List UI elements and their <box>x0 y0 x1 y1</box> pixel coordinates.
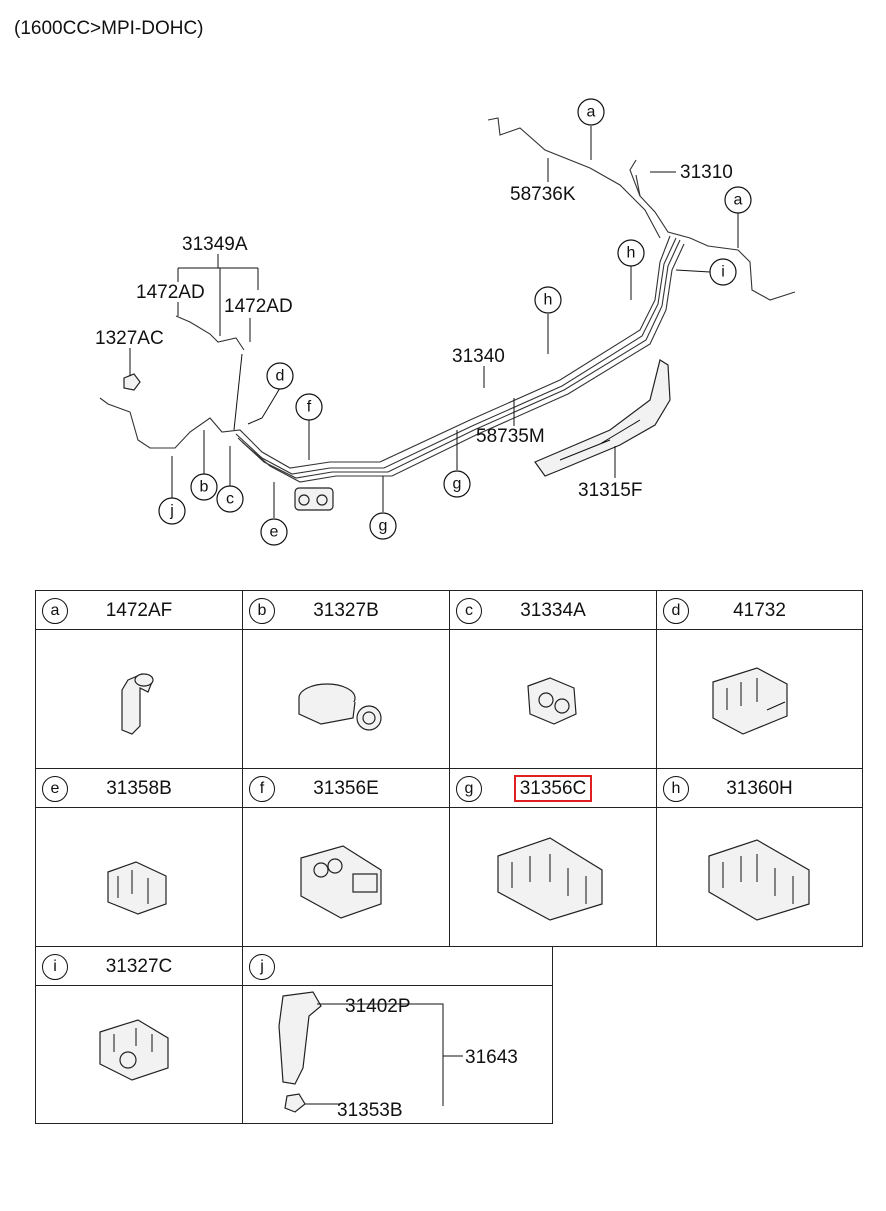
letter-g: g <box>456 776 482 802</box>
part-image-f <box>242 807 450 947</box>
part-image-d <box>656 629 863 769</box>
callout-g-right[interactable]: g <box>443 470 471 498</box>
letter-d: d <box>663 598 689 624</box>
letter-i: i <box>42 954 68 980</box>
svg-text:i: i <box>721 264 725 281</box>
label-58735M: 58735M <box>476 426 545 447</box>
label-31353B: 31353B <box>337 1100 403 1121</box>
table-header-d: d 41732 <box>656 590 863 630</box>
clip-1472AF-icon <box>121 673 154 735</box>
part-image-a <box>35 629 243 769</box>
clamp-assembly-j-icon: 31402P 31643 31353B <box>278 991 518 1121</box>
part-number-h[interactable]: 31360H <box>726 778 793 799</box>
svg-text:e: e <box>270 524 279 541</box>
label-31349A: 31349A <box>182 234 248 255</box>
svg-text:h: h <box>627 245 636 262</box>
label-1472AD-left: 1472AD <box>136 282 205 303</box>
table-header-e: e 31358B <box>35 768 243 808</box>
callout-h-upper[interactable]: h <box>617 239 645 267</box>
part-image-g <box>449 807 657 947</box>
part-image-c <box>449 629 657 769</box>
clip-31356C-icon <box>497 837 603 921</box>
part-image-j: 31402P 31643 31353B <box>242 985 553 1124</box>
clip-31360H-icon <box>708 839 810 921</box>
callout-e[interactable]: e <box>260 518 288 546</box>
label-1327AC: 1327AC <box>95 328 164 349</box>
letter-a: a <box>42 598 68 624</box>
clip-31356E-icon <box>300 845 382 919</box>
part-number-d[interactable]: 41732 <box>733 600 786 621</box>
part-number-c[interactable]: 31334A <box>520 600 586 621</box>
callout-b[interactable]: b <box>190 473 218 501</box>
svg-text:g: g <box>453 476 462 493</box>
svg-text:g: g <box>379 518 388 535</box>
label-31315F: 31315F <box>578 480 642 501</box>
svg-text:b: b <box>200 479 209 496</box>
tube-bundle <box>99 117 796 483</box>
callout-j[interactable]: j <box>158 497 186 525</box>
svg-text:a: a <box>734 192 743 209</box>
table-header-i: i 31327C <box>35 946 243 986</box>
svg-text:c: c <box>226 491 234 508</box>
svg-text:j: j <box>169 503 174 520</box>
label-31340: 31340 <box>452 346 505 367</box>
leader-lines <box>129 126 739 518</box>
part-number-f[interactable]: 31356E <box>313 778 379 799</box>
part-number-i[interactable]: 31327C <box>105 956 173 977</box>
callout-c[interactable]: c <box>216 485 244 513</box>
svg-text:f: f <box>307 399 312 416</box>
table-header-a: a 1472AF <box>35 590 243 630</box>
label-31402P: 31402P <box>345 996 411 1017</box>
part-image-h <box>656 807 863 947</box>
label-1472AD-right: 1472AD <box>224 296 293 317</box>
clamp-31327B-icon <box>298 683 382 731</box>
clip-31334A-icon <box>527 677 577 725</box>
label-31643: 31643 <box>465 1047 518 1068</box>
table-header-g: g 31356C <box>449 768 657 808</box>
part-number-g[interactable]: 31356C <box>450 775 656 802</box>
table-header-c: c 31334A <box>449 590 657 630</box>
callout-h-lower[interactable]: h <box>534 286 562 314</box>
letter-b: b <box>249 598 275 624</box>
svg-text:a: a <box>587 104 596 121</box>
part-image-b <box>242 629 450 769</box>
part-number-e[interactable]: 31358B <box>106 778 172 799</box>
callout-g-left[interactable]: g <box>369 512 397 540</box>
letter-e: e <box>42 776 68 802</box>
engine-spec-label: (1600CC>MPI-DOHC) <box>14 18 204 39</box>
callout-d[interactable]: d <box>266 362 294 390</box>
table-header-f: f 31356E <box>242 768 450 808</box>
clip-31358B-icon <box>107 861 167 915</box>
part-number-a[interactable]: 1472AF <box>105 600 173 621</box>
clip-41732-icon <box>712 667 788 735</box>
nut-1327AC <box>123 373 141 391</box>
fuel-line-diagram: 58736K 31310 31349A 1472AD 1472AD 1327AC… <box>95 98 796 546</box>
callout-a-top[interactable]: a <box>577 98 605 126</box>
label-31310: 31310 <box>680 162 733 183</box>
part-number-g-highlighted[interactable]: 31356C <box>513 775 593 802</box>
part-image-e <box>35 807 243 947</box>
table-header-b: b 31327B <box>242 590 450 630</box>
bracket-31315F <box>534 359 671 477</box>
svg-text:d: d <box>276 368 285 385</box>
letter-h: h <box>663 776 689 802</box>
clip-31327C-icon <box>99 1019 169 1081</box>
table-header-j: j <box>242 946 553 986</box>
callout-i[interactable]: i <box>709 258 737 286</box>
table-header-h: h 31360H <box>656 768 863 808</box>
part-number-b[interactable]: 31327B <box>313 600 379 621</box>
label-58736K: 58736K <box>510 184 576 205</box>
part-image-i <box>35 985 243 1124</box>
letter-c: c <box>456 598 482 624</box>
callout-a-right[interactable]: a <box>724 186 752 214</box>
callout-f[interactable]: f <box>295 393 323 421</box>
connector-block <box>294 487 334 511</box>
letter-f: f <box>249 776 275 802</box>
letter-j: j <box>249 954 275 980</box>
svg-text:h: h <box>544 292 553 309</box>
